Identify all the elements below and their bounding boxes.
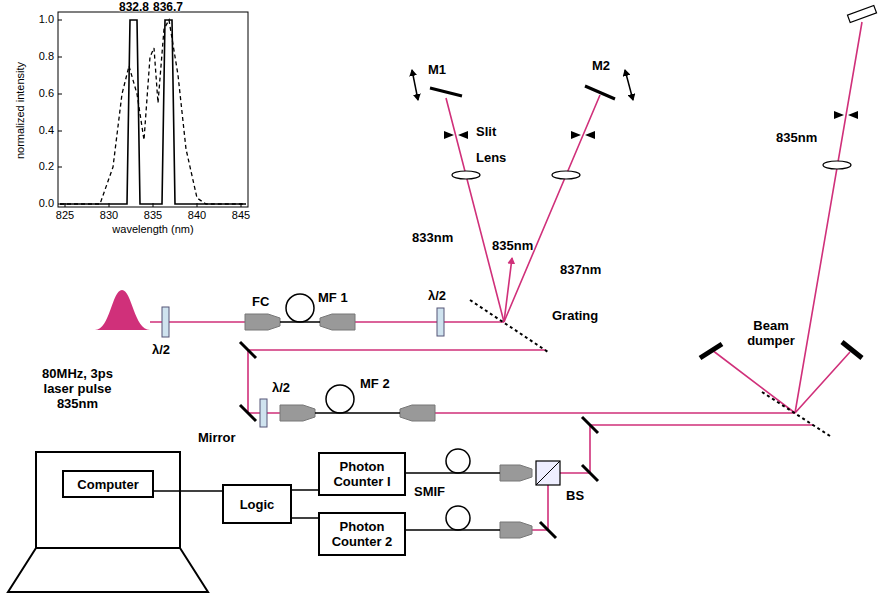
slit bbox=[571, 131, 595, 139]
spectrum-inset bbox=[58, 20, 241, 207]
laser-beam bbox=[504, 258, 512, 322]
fiber-label: MF 2 bbox=[360, 376, 390, 391]
half-wave-plate bbox=[162, 307, 169, 337]
axis-tick: 845 bbox=[226, 209, 256, 222]
fiber bbox=[286, 294, 314, 322]
axis-title: normalized intensity bbox=[14, 51, 27, 171]
spectrum-inset bbox=[58, 12, 248, 207]
axis-tick: 0.8 bbox=[30, 50, 54, 63]
mirror bbox=[430, 86, 615, 99]
end-mirror bbox=[847, 5, 876, 22]
fiber bbox=[326, 385, 354, 413]
beam-splitter bbox=[536, 461, 560, 485]
half-wave-plate bbox=[260, 399, 267, 427]
box-text: Photon Counter I bbox=[320, 459, 404, 489]
component-label: Slit bbox=[476, 124, 496, 139]
fiber-label: SMIF bbox=[414, 484, 445, 499]
lens bbox=[823, 161, 851, 169]
laser-beam bbox=[150, 22, 862, 530]
component-label: BS bbox=[566, 488, 584, 503]
laser-label: 80MHz, 3ps laser pulse 835nm bbox=[30, 366, 125, 411]
axis-tick: 0.6 bbox=[30, 87, 54, 100]
fiber-coupler bbox=[500, 465, 532, 481]
slit bbox=[834, 111, 858, 119]
fiber-coupler bbox=[280, 405, 315, 421]
wavelength-label: 833nm bbox=[412, 230, 453, 245]
monitor bbox=[36, 452, 180, 548]
component-label: Beam dumper bbox=[745, 318, 797, 348]
half-wave-plate bbox=[162, 307, 444, 427]
peak-wavelength: 836.7 bbox=[148, 0, 188, 15]
axis-tick: 1.0 bbox=[30, 13, 54, 26]
wavelength-label: 835nm bbox=[492, 238, 533, 253]
logic-box: Logic bbox=[222, 484, 292, 524]
component-label: Mirror bbox=[198, 430, 236, 445]
computer-box: Computer bbox=[62, 470, 154, 498]
component-label: λ/2 bbox=[428, 288, 446, 303]
monitor bbox=[8, 548, 208, 592]
laser-beam bbox=[532, 425, 813, 530]
signal-wire bbox=[292, 489, 318, 491]
spectrum-inset bbox=[60, 20, 246, 204]
signal-wire bbox=[154, 490, 222, 492]
lens bbox=[452, 171, 480, 179]
laser-pulse bbox=[95, 290, 150, 330]
photon-counter-box: Photon Counter 2 bbox=[318, 512, 406, 556]
half-wave-plate bbox=[437, 308, 444, 336]
fiber-coupler bbox=[320, 314, 355, 330]
laser-beam bbox=[248, 350, 795, 413]
translation-arrow bbox=[625, 70, 633, 100]
beam-splitter bbox=[536, 461, 560, 485]
box-text: Photon Counter 2 bbox=[320, 519, 404, 549]
box-text: Computer bbox=[77, 477, 138, 492]
fiber bbox=[446, 506, 470, 530]
fiber-coupler bbox=[400, 405, 435, 421]
mirror bbox=[240, 86, 615, 538]
laser-beam bbox=[712, 22, 862, 413]
fiber-coupler bbox=[500, 522, 532, 538]
axis-tick: 825 bbox=[50, 209, 80, 222]
slit bbox=[444, 131, 468, 139]
component-label: FC bbox=[252, 294, 269, 309]
fiber-coupler bbox=[245, 314, 280, 330]
component-label: Lens bbox=[476, 150, 506, 165]
fiber bbox=[446, 449, 470, 473]
grating bbox=[470, 300, 830, 436]
spectrum-inset bbox=[60, 20, 246, 204]
axis-tick: 0.4 bbox=[30, 124, 54, 137]
axis-tick: 830 bbox=[94, 209, 124, 222]
laser-beam bbox=[446, 95, 600, 322]
grating bbox=[470, 300, 548, 352]
axis-tick: 840 bbox=[182, 209, 212, 222]
component-label: Grating bbox=[552, 308, 598, 323]
axis-tick: 0.0 bbox=[30, 197, 54, 210]
lens bbox=[552, 171, 580, 179]
wavelength-label: 837nm bbox=[560, 262, 601, 277]
peak-wavelength: 832.8 bbox=[114, 0, 154, 15]
fiber bbox=[280, 322, 500, 530]
mirror-label: M1 bbox=[428, 62, 446, 77]
axis-tick: 0.2 bbox=[30, 160, 54, 173]
monitor bbox=[8, 452, 208, 592]
spectrum-inset bbox=[58, 12, 248, 207]
lens bbox=[452, 161, 851, 179]
mirror bbox=[240, 342, 256, 421]
component-label: λ/2 bbox=[152, 342, 170, 357]
wavelength-label: 835nm bbox=[776, 130, 817, 145]
beam-splitter bbox=[536, 461, 560, 485]
translation-arrow bbox=[412, 70, 418, 100]
fiber-label: MF 1 bbox=[318, 290, 348, 305]
axis-title: wavelength (nm) bbox=[103, 223, 203, 236]
signal-wire bbox=[292, 517, 318, 519]
box-text: Logic bbox=[240, 497, 275, 512]
component-label: λ/2 bbox=[272, 380, 290, 395]
photon-counter-box: Photon Counter I bbox=[318, 452, 406, 496]
grating bbox=[762, 392, 830, 436]
fiber bbox=[280, 294, 500, 530]
axis-tick: 835 bbox=[138, 209, 168, 222]
mirror-label: M2 bbox=[592, 58, 610, 73]
